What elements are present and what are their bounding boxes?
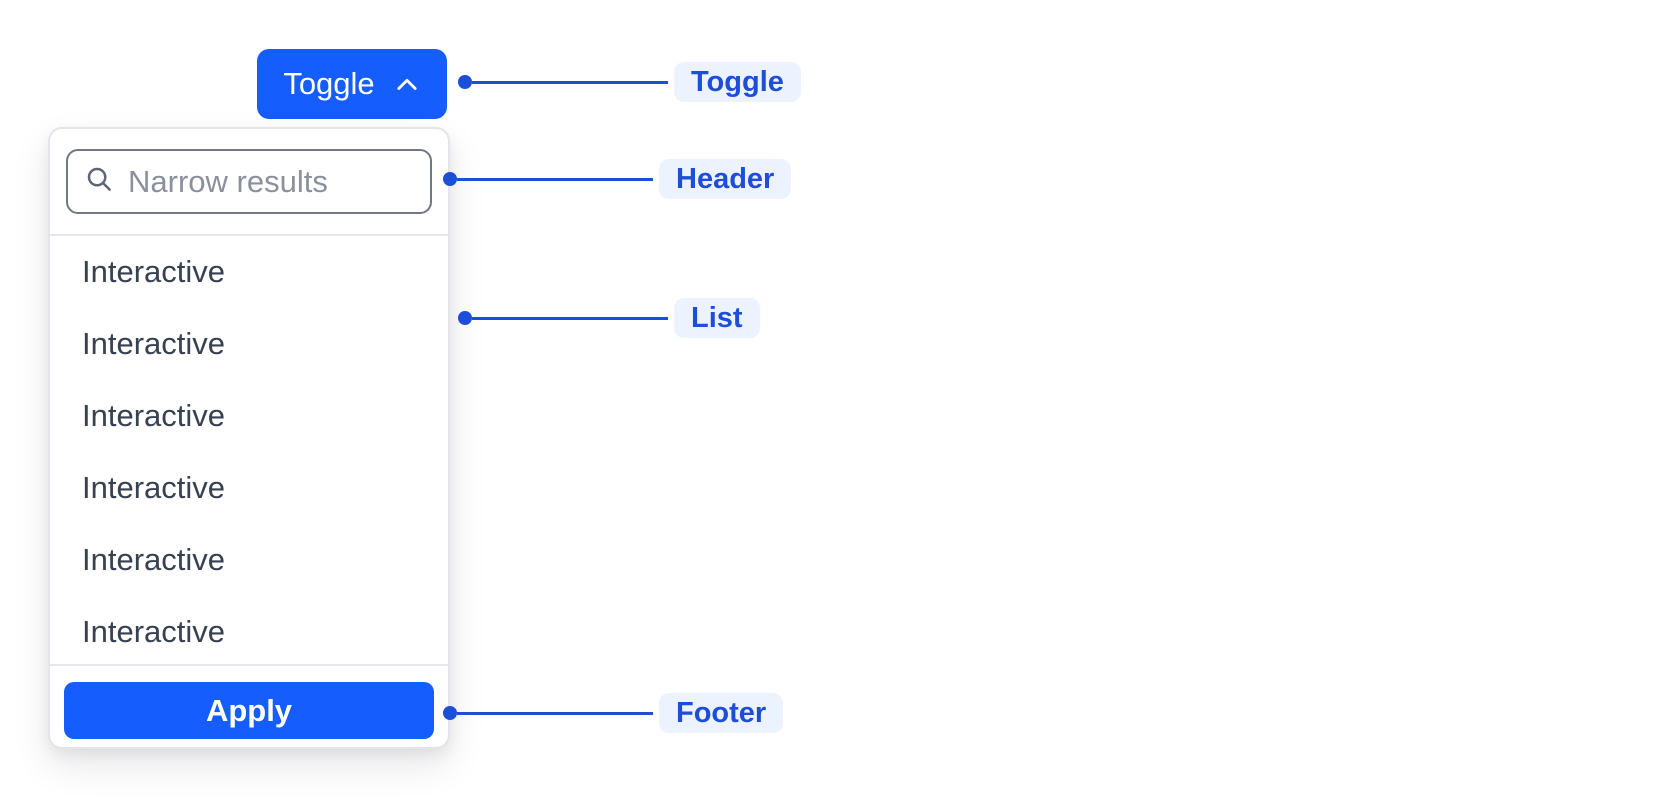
annotation-dot — [443, 172, 457, 186]
dropdown-footer: Apply — [50, 664, 448, 747]
toggle-button-label: Toggle — [283, 66, 375, 101]
annotation-label-toggle: Toggle — [674, 62, 801, 102]
annotation-connector-line — [472, 80, 668, 84]
dropdown-panel: InteractiveInteractiveInteractiveInterac… — [48, 127, 450, 749]
toggle-button[interactable]: Toggle — [257, 49, 447, 119]
annotation-toggle: Toggle — [458, 62, 801, 102]
annotation-connector-line — [457, 177, 653, 181]
search-box[interactable] — [66, 149, 432, 214]
search-icon — [84, 164, 114, 199]
annotation-connector-line — [472, 316, 668, 320]
annotation-footer: Footer — [443, 693, 784, 733]
annotation-label-list: List — [674, 298, 760, 338]
list-item[interactable]: Interactive — [82, 542, 226, 577]
chevron-up-icon — [393, 69, 421, 99]
annotation-dot — [458, 311, 472, 325]
annotation-dot — [443, 706, 457, 720]
annotation-list: List — [458, 298, 760, 338]
annotation-label-footer: Footer — [659, 693, 784, 733]
annotation-label-header: Header — [659, 159, 792, 199]
annotation-header: Header — [443, 159, 792, 199]
list-item[interactable]: Interactive — [82, 398, 226, 433]
list-item[interactable]: Interactive — [82, 254, 226, 289]
list-item[interactable]: Interactive — [82, 470, 226, 505]
apply-button[interactable]: Apply — [64, 682, 434, 739]
dropdown-header — [50, 129, 448, 236]
annotation-connector-line — [457, 711, 653, 715]
list-item[interactable]: Interactive — [82, 614, 226, 649]
search-input[interactable] — [128, 163, 414, 200]
list-item[interactable]: Interactive — [82, 326, 226, 361]
annotation-dot — [458, 75, 472, 89]
